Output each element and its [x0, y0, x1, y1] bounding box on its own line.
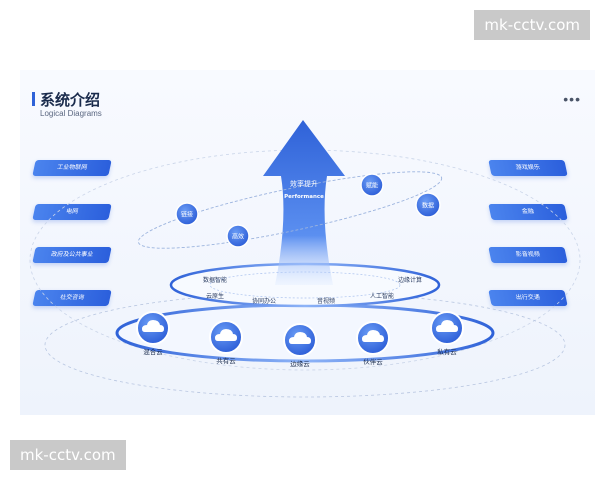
label-edge-computing: 边缘计算 — [398, 276, 422, 284]
label-collaboration: 协同办公 — [252, 297, 276, 305]
svg-text:混合云: 混合云 — [143, 347, 163, 356]
orbit-node-link[interactable]: 链接 — [175, 202, 199, 226]
orbit-node-efficient[interactable]: 高效 — [226, 224, 250, 248]
diagram-canvas: 效率提升 Performance 链接 高效 赋能 数据 数据智能 边缘计算 云… — [29, 120, 581, 398]
svg-text:数据: 数据 — [422, 202, 434, 210]
more-icon[interactable]: ••• — [563, 91, 581, 107]
orbit-node-empower[interactable]: 赋能 — [360, 173, 384, 197]
watermark-top: mk-cctv.com — [474, 10, 590, 40]
cloud-node-edge[interactable]: 边缘云 — [283, 323, 317, 368]
cloud-icon — [362, 330, 384, 342]
page-subtitle: Logical Diagrams — [40, 109, 102, 118]
arrow-subtitle: Performance — [284, 194, 324, 200]
diagram-slide: 系统介绍 Logical Diagrams ••• 工业物联网 电网 政府及公共… — [20, 70, 595, 415]
cloud-node-partner[interactable]: 伙伴云 — [356, 321, 390, 366]
orbit-node-data[interactable]: 数据 — [415, 192, 441, 218]
performance-arrow — [263, 120, 345, 285]
svg-text:私有云: 私有云 — [437, 347, 457, 356]
svg-text:高效: 高效 — [232, 233, 244, 241]
svg-text:边缘云: 边缘云 — [290, 359, 310, 368]
svg-text:共有云: 共有云 — [216, 356, 236, 365]
arrow-orbit — [137, 171, 443, 249]
label-audio-video: 音视频 — [317, 297, 335, 305]
cloud-icon — [289, 332, 311, 344]
svg-text:赋能: 赋能 — [366, 182, 378, 190]
cloud-icon — [436, 320, 458, 332]
cloud-node-private[interactable]: 私有云 — [430, 311, 464, 356]
page-title: 系统介绍 — [40, 91, 101, 109]
label-cloud-native: 云原生 — [206, 292, 224, 300]
label-data-intelligence: 数据智能 — [203, 276, 227, 284]
arrow-title: 效率提升 — [290, 179, 318, 188]
svg-text:伙伴云: 伙伴云 — [363, 357, 383, 366]
base-dashed-orbit — [44, 292, 566, 398]
cloud-icon — [215, 329, 237, 341]
watermark-bottom: mk-cctv.com — [10, 440, 126, 470]
svg-text:链接: 链接 — [181, 211, 193, 219]
cloud-node-shared[interactable]: 共有云 — [209, 320, 243, 365]
title-accent-bar — [32, 92, 35, 106]
cloud-icon — [142, 320, 164, 332]
cloud-node-hybrid[interactable]: 混合云 — [136, 311, 170, 356]
label-ai: 人工智能 — [370, 292, 394, 300]
